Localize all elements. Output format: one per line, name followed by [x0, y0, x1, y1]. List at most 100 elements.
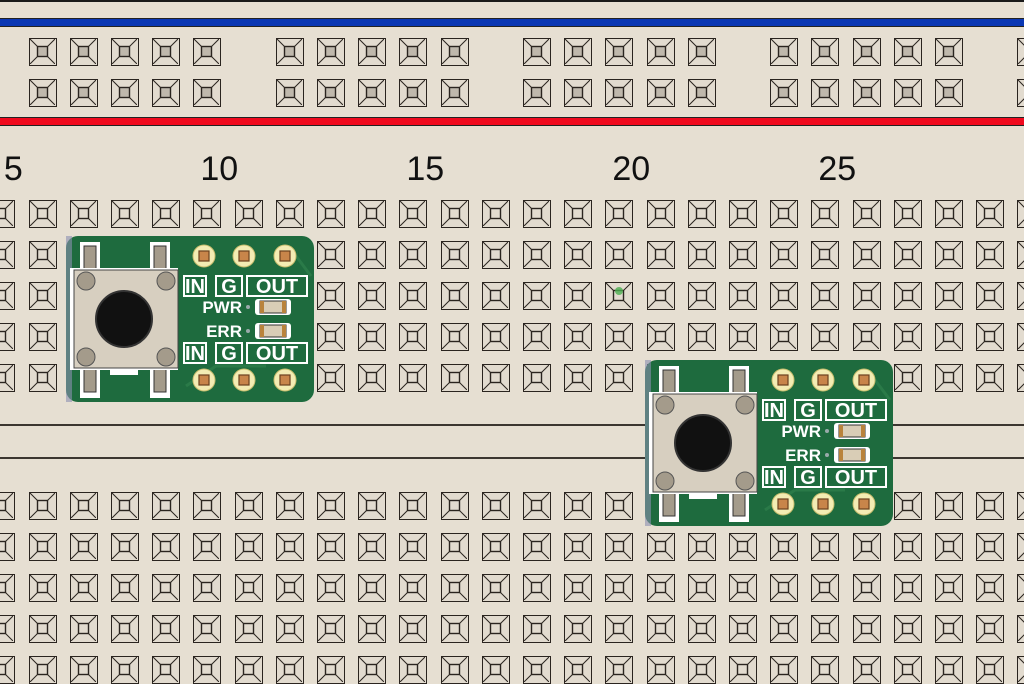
breadboard-hole[interactable]	[811, 615, 840, 643]
breadboard-hole[interactable]	[358, 656, 387, 684]
tactile-switch[interactable]	[649, 366, 758, 522]
breadboard-hole[interactable]	[522, 241, 551, 269]
breadboard-hole[interactable]	[440, 656, 469, 684]
breadboard-hole[interactable]	[646, 533, 675, 561]
breadboard-hole[interactable]	[811, 241, 840, 269]
pin-pad-bottom-g[interactable]	[811, 492, 835, 516]
breadboard-hole[interactable]	[110, 200, 139, 228]
breadboard-hole[interactable]	[564, 615, 593, 643]
breadboard-hole[interactable]	[976, 282, 1005, 310]
breadboard-hole[interactable]	[728, 282, 757, 310]
breadboard-hole[interactable]	[399, 282, 428, 310]
breadboard-hole[interactable]	[399, 200, 428, 228]
breadboard-hole[interactable]	[770, 200, 799, 228]
rail-hole[interactable]	[358, 79, 387, 107]
breadboard-hole[interactable]	[852, 200, 881, 228]
breadboard-hole[interactable]	[811, 656, 840, 684]
breadboard-hole[interactable]	[193, 200, 222, 228]
breadboard-hole[interactable]	[687, 533, 716, 561]
breadboard-hole[interactable]	[811, 282, 840, 310]
breadboard-hole[interactable]	[358, 574, 387, 602]
breadboard-hole[interactable]	[1017, 615, 1024, 643]
breadboard-hole[interactable]	[770, 574, 799, 602]
breadboard-hole[interactable]	[770, 323, 799, 351]
breadboard-hole[interactable]	[687, 282, 716, 310]
breadboard-hole[interactable]	[440, 364, 469, 392]
breadboard-hole[interactable]	[605, 574, 634, 602]
rail-hole[interactable]	[316, 79, 345, 107]
breadboard-hole[interactable]	[275, 533, 304, 561]
breadboard-hole[interactable]	[976, 656, 1005, 684]
rail-hole[interactable]	[399, 79, 428, 107]
breadboard-hole[interactable]	[687, 656, 716, 684]
breadboard-hole[interactable]	[934, 364, 963, 392]
pin-pad-bottom-in[interactable]	[192, 368, 216, 392]
breadboard-hole[interactable]	[564, 533, 593, 561]
breadboard-hole[interactable]	[440, 492, 469, 520]
breadboard-hole[interactable]	[605, 533, 634, 561]
breadboard-hole[interactable]	[893, 282, 922, 310]
breadboard-hole[interactable]	[481, 656, 510, 684]
rail-hole[interactable]	[399, 38, 428, 66]
pin-pad-bottom-out[interactable]	[273, 368, 297, 392]
rail-hole[interactable]	[605, 79, 634, 107]
breadboard-hole[interactable]	[234, 656, 263, 684]
breadboard-hole[interactable]	[152, 615, 181, 643]
breadboard-hole[interactable]	[605, 492, 634, 520]
rail-hole[interactable]	[1017, 79, 1024, 107]
rail-hole[interactable]	[646, 38, 675, 66]
breadboard-hole[interactable]	[976, 533, 1005, 561]
rail-hole[interactable]	[646, 79, 675, 107]
rail-hole[interactable]	[28, 79, 57, 107]
breadboard-hole[interactable]	[358, 323, 387, 351]
breadboard-hole[interactable]	[522, 364, 551, 392]
breadboard-hole[interactable]	[770, 615, 799, 643]
breadboard-hole[interactable]	[728, 656, 757, 684]
rail-hole[interactable]	[605, 38, 634, 66]
breadboard-hole[interactable]	[646, 574, 675, 602]
pin-pad-bottom-out[interactable]	[852, 492, 876, 516]
breadboard-hole[interactable]	[728, 323, 757, 351]
breadboard-hole[interactable]	[28, 574, 57, 602]
breadboard-hole[interactable]	[69, 656, 98, 684]
rail-hole[interactable]	[852, 79, 881, 107]
breadboard-hole[interactable]	[234, 200, 263, 228]
breadboard-hole[interactable]	[152, 533, 181, 561]
breadboard-hole[interactable]	[893, 492, 922, 520]
breadboard-hole[interactable]	[646, 323, 675, 351]
breadboard-hole[interactable]	[0, 492, 16, 520]
rail-hole[interactable]	[934, 79, 963, 107]
breadboard-hole[interactable]	[440, 241, 469, 269]
breadboard-hole[interactable]	[893, 533, 922, 561]
breadboard-hole[interactable]	[193, 492, 222, 520]
breadboard-hole[interactable]	[934, 656, 963, 684]
breadboard-hole[interactable]	[69, 533, 98, 561]
breadboard-hole[interactable]	[28, 615, 57, 643]
breadboard-hole[interactable]	[275, 615, 304, 643]
breadboard-hole[interactable]	[522, 533, 551, 561]
breadboard-hole[interactable]	[152, 200, 181, 228]
rail-hole[interactable]	[687, 38, 716, 66]
breadboard-hole[interactable]	[69, 492, 98, 520]
rail-hole[interactable]	[564, 38, 593, 66]
breadboard-hole[interactable]	[358, 615, 387, 643]
rail-hole[interactable]	[275, 79, 304, 107]
breadboard-hole[interactable]	[687, 241, 716, 269]
breadboard-hole[interactable]	[399, 364, 428, 392]
breadboard-hole[interactable]	[152, 492, 181, 520]
breadboard-hole[interactable]	[28, 282, 57, 310]
breadboard-hole[interactable]	[646, 200, 675, 228]
breadboard-hole[interactable]	[605, 364, 634, 392]
breadboard-hole[interactable]	[69, 574, 98, 602]
breadboard-hole[interactable]	[811, 533, 840, 561]
breadboard-hole[interactable]	[811, 200, 840, 228]
breadboard-hole[interactable]	[605, 241, 634, 269]
breadboard-hole[interactable]	[358, 241, 387, 269]
breadboard-hole[interactable]	[1017, 282, 1024, 310]
pin-pad-top-g[interactable]	[811, 368, 835, 392]
breadboard-hole[interactable]	[28, 241, 57, 269]
rail-hole[interactable]	[193, 79, 222, 107]
breadboard-hole[interactable]	[110, 533, 139, 561]
breadboard-hole[interactable]	[316, 574, 345, 602]
